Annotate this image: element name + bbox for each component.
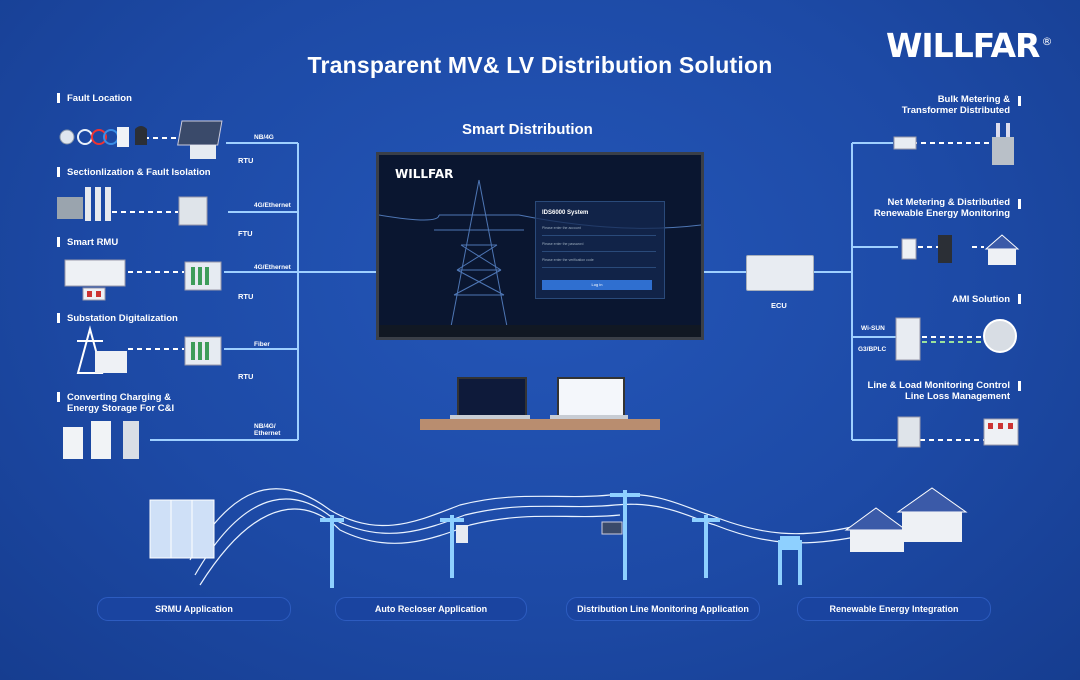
section-substation-title: Substation Digitalization <box>57 313 178 324</box>
laptop-right-base <box>550 415 628 419</box>
transformer-box-icon <box>780 536 800 550</box>
rmu-panel-icon <box>64 259 126 301</box>
switchgear-icon <box>57 187 111 221</box>
login-title: IDS6000 System <box>542 210 589 216</box>
substation-tower-icon <box>76 325 127 374</box>
device-label-rtu-2: RTU <box>238 292 254 301</box>
bulk-meter-icon <box>893 136 917 150</box>
laptop-left-base <box>450 415 530 419</box>
link-label-nb4g: NB/4G <box>254 134 274 141</box>
link-label-fiber: Fiber <box>254 341 270 348</box>
left-devices <box>57 120 223 459</box>
app-pill-line-monitoring: Distribution Line Monitoring Application <box>566 597 760 621</box>
rtu-cabinet-icon-1 <box>184 261 222 291</box>
line-monitor-icon <box>897 416 921 448</box>
login-panel: IDS6000 System Please enter the account … <box>535 201 665 299</box>
device-label-rtu-1: RTU <box>238 156 254 165</box>
link-label-4g-ethernet-2: 4G/Ethernet <box>254 264 291 271</box>
app-pill-srmu: SRMU Application <box>97 597 291 621</box>
srmu-cabinet-icon <box>149 499 215 559</box>
right-devices <box>893 123 1020 448</box>
verification-field[interactable]: Please enter the verification code <box>542 258 656 268</box>
solar-rtu-icon <box>177 120 223 159</box>
section-ami-title: AMI Solution <box>951 294 1010 305</box>
section-smart-rmu-title: Smart RMU <box>56 237 119 248</box>
section-bar <box>1018 199 1021 209</box>
ecu-device <box>746 255 814 291</box>
charging-storage-icons <box>63 421 139 459</box>
section-charging-title: Converting Charging &Energy Storage For … <box>56 392 175 414</box>
section-bar <box>1018 381 1021 391</box>
section-bar <box>1018 96 1021 106</box>
brand-logo: WILLFAR® <box>886 26 1052 65</box>
section-bulk-metering-title: Bulk Metering &Transformer Distributed <box>901 94 1010 116</box>
login-button[interactable]: Log in <box>542 280 652 290</box>
link-label-nb4g-ethernet: NB/4G/Ethernet <box>254 423 281 437</box>
password-field[interactable]: Please enter the password <box>542 242 656 252</box>
screen-taskbar <box>379 325 701 337</box>
smart-meter-icon <box>983 319 1017 353</box>
circuit-breaker-icon <box>983 418 1019 446</box>
link-label-wisun: Wi-SUN <box>861 325 885 332</box>
recloser-icon <box>456 525 468 543</box>
section-fault-location-title: Fault Location <box>57 93 132 104</box>
ami-meter-icon <box>895 317 921 361</box>
line-monitor-solar-icon <box>601 521 623 535</box>
net-meter-icon <box>901 238 917 260</box>
app-pill-auto-recloser: Auto Recloser Application <box>335 597 527 621</box>
laptop-left <box>457 377 527 419</box>
account-field[interactable]: Please enter the account <box>542 226 656 236</box>
link-label-g3-bplc: G3/BPLC <box>858 346 887 353</box>
desk <box>420 419 660 430</box>
link-label-4g-ethernet-1: 4G/Ethernet <box>254 202 291 209</box>
bottom-scene <box>149 487 968 588</box>
app-pill-renewable: Renewable Energy Integration <box>797 597 991 621</box>
center-title: Smart Distribution <box>462 121 593 138</box>
section-sectionlization-title: Sectionlization & Fault Isolation <box>57 167 211 178</box>
section-bar <box>1018 294 1021 304</box>
ecu-label: ECU <box>771 301 787 310</box>
smart-distribution-monitor: WILLFAR IDS6000 System Please enter the … <box>376 152 704 340</box>
screen-logo: WILLFAR <box>395 167 454 181</box>
inverter-icon <box>938 235 952 263</box>
solar-house-icon <box>984 234 1020 265</box>
device-label-ftu: FTU <box>238 229 253 238</box>
page-title: Transparent MV& LV Distribution Solution <box>307 52 773 78</box>
fault-indicator-icons <box>59 126 147 147</box>
solar-homes-icon <box>844 487 968 552</box>
ftu-cabinet-icon <box>178 196 208 226</box>
transformer-icon <box>992 123 1014 165</box>
rtu-cabinet-icon-2 <box>184 336 222 366</box>
laptop-right <box>557 377 625 419</box>
device-label-rtu-3: RTU <box>238 372 254 381</box>
